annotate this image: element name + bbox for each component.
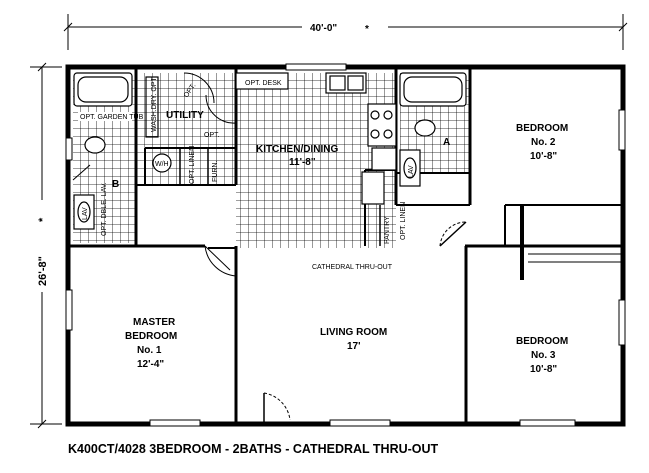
opt-linen-label: OPT. LINEN [189,146,196,184]
opt-desk-label: OPT. DESK [245,80,282,87]
depth-dimension-mark: * [37,217,49,222]
bedroom2-label: BEDROOM [516,123,568,134]
cathedral-label: CATHEDRAL THRU-OUT [312,264,393,271]
bedroom2-size: 10'-8" [530,151,557,162]
utility-label: UTILITY [166,110,204,121]
water-heater-label: W/H [155,161,169,168]
kitchen-dining-size: 11'-8" [289,157,316,168]
bedroom3-number: No. 3 [531,350,556,361]
depth-dimension-label: 26'-8" [37,256,49,286]
doors [72,72,467,424]
lav-right-label: LAV [408,165,415,178]
utility-fixtures [145,76,172,173]
furnace-label: FURN. [212,161,219,182]
opt-washer-dryer-label: WASH.DRY. OPT. [151,76,158,132]
opt-double-lav-label: OPT. DBLE. LAV. [101,182,108,236]
living-room-size: 17' [347,341,361,352]
right-bath-fixtures [399,72,467,187]
bath-a-label: A [443,137,450,148]
master-label-2: BEDROOM [125,331,177,342]
lav-left-label: LAV [82,207,89,220]
bedroom3-size: 10'-8" [530,364,557,375]
plan-caption: K400CT/4028 3BEDROOM - 2BATHS - CATHEDRA… [68,442,439,456]
master-label: MASTER [133,317,176,328]
pantry-label: PANTRY [384,216,391,244]
width-dimension-mark: * [365,24,369,35]
bedroom2-number: No. 2 [531,137,556,148]
opt-linen-right-label: OPT. LINEN [400,202,407,240]
kitchen-dining-label: KITCHEN/DINING [256,144,338,155]
opt-garden-tub-label: OPT. GARDEN TUB [80,114,144,121]
living-room-label: LIVING ROOM [320,327,387,338]
opt-label-mid: OPT. [204,132,220,139]
master-size: 12'-4" [137,359,164,370]
left-bath-fixtures [73,72,133,230]
windows [65,63,626,427]
width-dimension-label: 40'-0" [310,23,337,34]
bedroom3-label: BEDROOM [516,336,568,347]
kitchen-fixtures [235,72,397,205]
bath-b-label: B [112,179,119,190]
master-number: No. 1 [137,345,162,356]
